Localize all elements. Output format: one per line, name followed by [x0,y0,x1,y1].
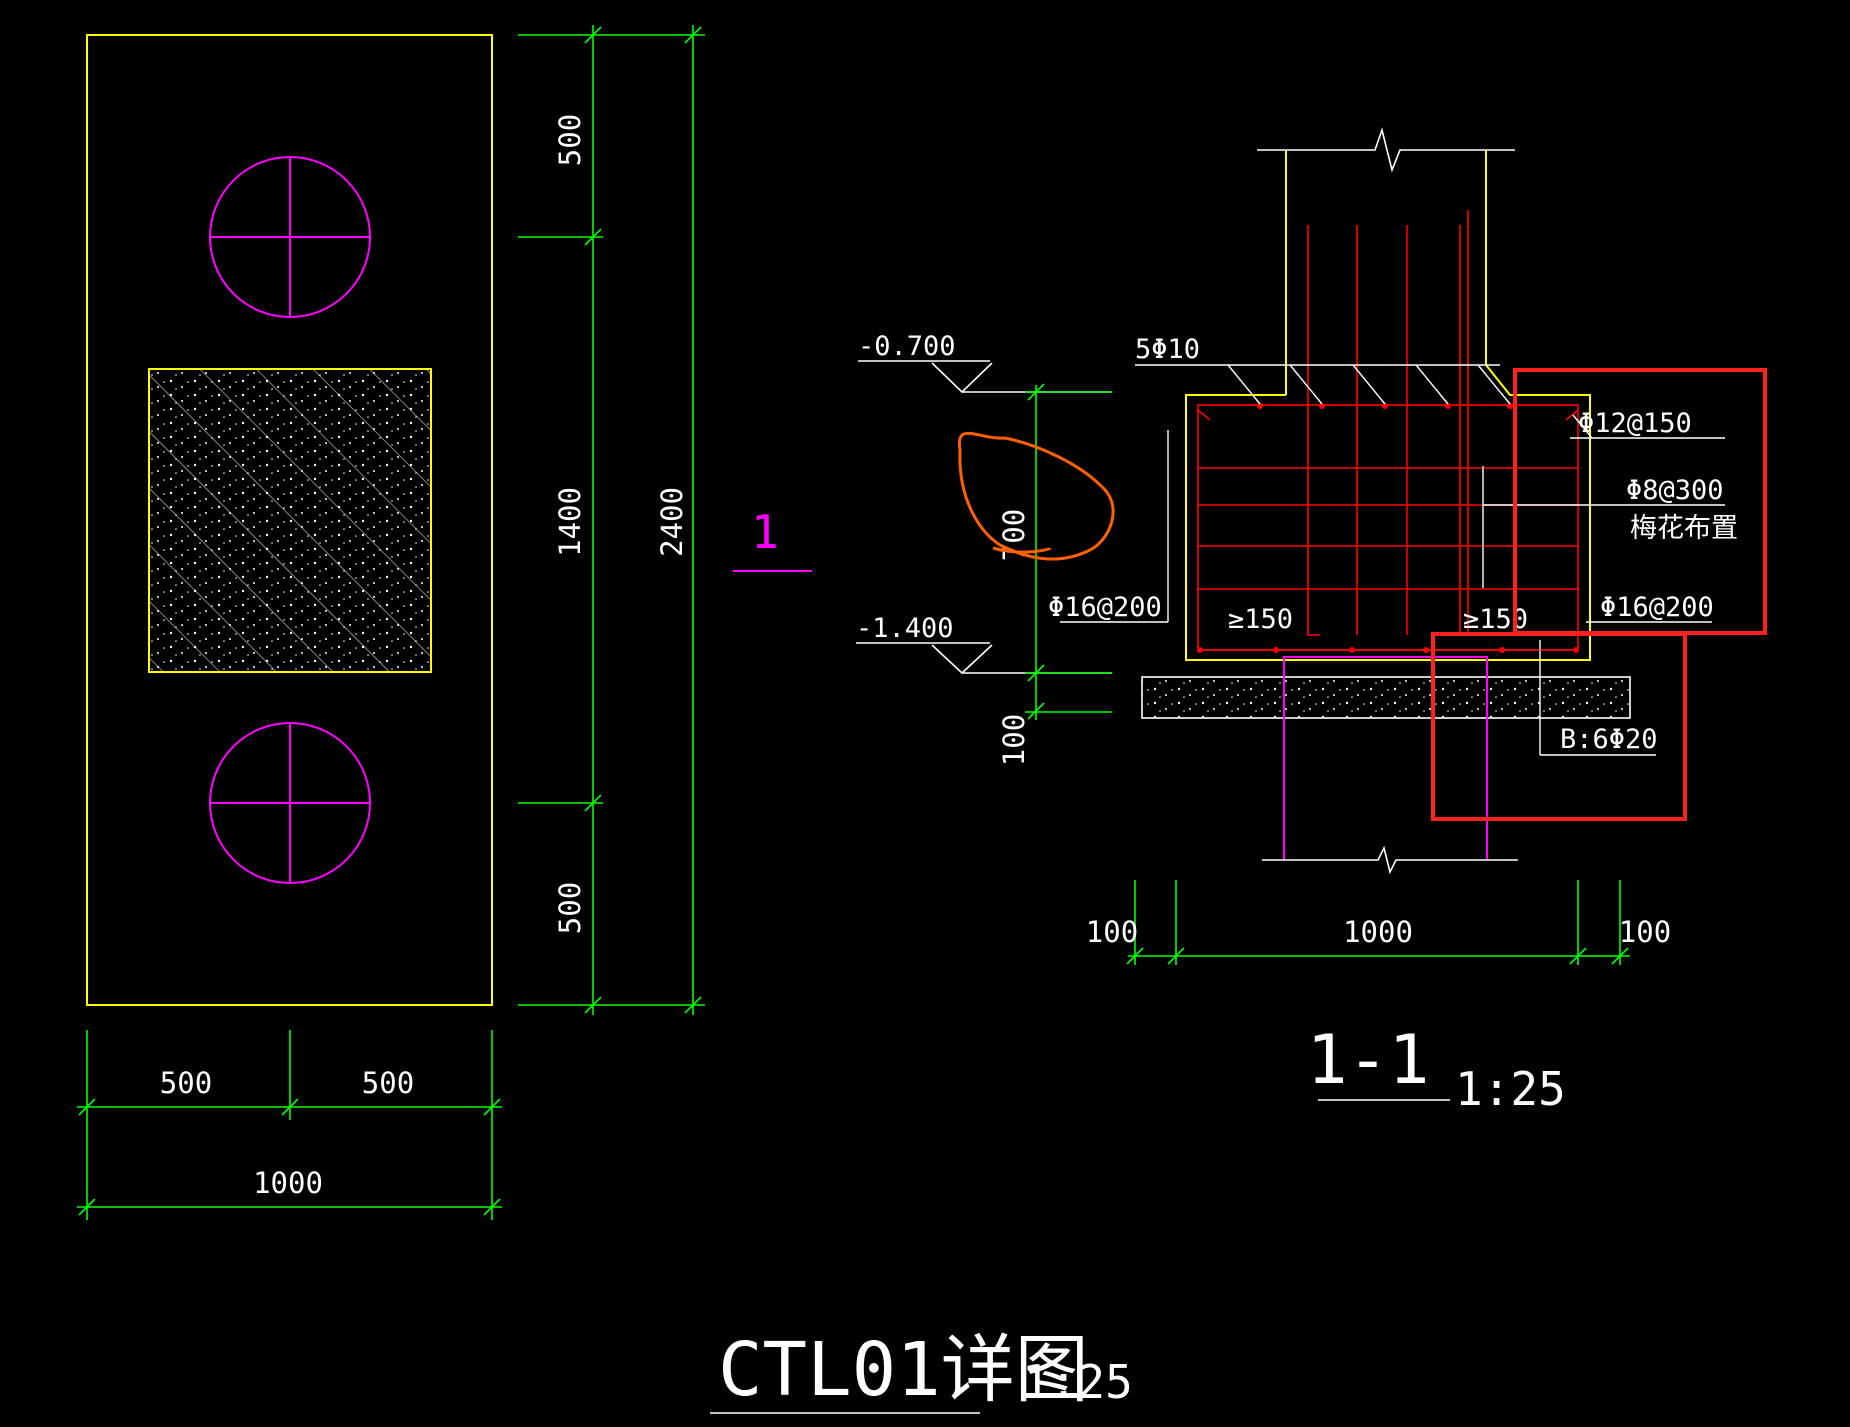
markup-box-lower [1431,632,1687,821]
section-mark: 1 [733,505,812,572]
pile-break-bottom [1262,845,1518,875]
plan-dim-total: 2400 [655,487,689,557]
elev-top-label: -0.700 [858,331,956,362]
plan-dim-bottom: 500 [553,882,587,934]
markup-annotations [957,368,1767,821]
cap-outline-section [1185,364,1591,661]
drawing-title: CTL01详图 [718,1327,1089,1413]
label-top-bars: Φ12@150 [1578,408,1692,439]
section-name: 1-1 [1307,1021,1430,1100]
label-ties: Φ8@300 [1626,475,1724,506]
elev-bottom-label: -1.400 [856,613,954,644]
section-piles [1283,656,1488,860]
drawing-title-block: CTL01详图 1:25 [710,1327,1133,1414]
label-anchor-right: ≥150 [1463,604,1528,635]
elev-marker-top [858,360,1112,394]
plan-dim-top: 500 [553,114,587,166]
label-anchor-left: ≥150 [1228,604,1293,635]
plan-dim-mid: 1400 [553,487,587,557]
cap-outline [86,34,493,1006]
elev-marker-bottom [856,642,1112,675]
leaders [1060,364,1725,756]
plan-horizontal-dims [77,1030,502,1220]
column-rebar [1307,210,1469,636]
label-side-bars-left: Φ16@200 [1048,592,1162,623]
section-dim-right-ext: 100 [1619,915,1671,949]
plan-dim-w-total: 1000 [253,1166,323,1200]
section-view: -0.700 -1.400 700 100 [856,127,1738,1116]
label-bottom-bars: B:6Φ20 [1560,724,1658,755]
markup-scribble [957,431,1115,561]
section-horizontal-dims [1126,880,1630,965]
section-dim-left-ext: 100 [1086,915,1138,949]
section-dim-cushion: 100 [997,714,1031,766]
svg-text:1: 1 [751,505,779,559]
pile-bottom [209,722,371,884]
cushion-layer [1141,676,1631,719]
plan-dim-w-right: 500 [362,1066,414,1100]
section-dim-width: 1000 [1343,915,1413,949]
label-side-bars-right: Φ16@200 [1600,592,1714,623]
label-column-bars: 5Φ10 [1135,334,1200,365]
plan-view: 500 1400 500 2400 500 500 1000 1 [77,25,812,1220]
column-hatch [148,368,432,673]
label-ties-note: 梅花布置 [1630,513,1738,544]
plan-dim-w-left: 500 [160,1066,212,1100]
plan-vertical-dims [518,25,705,1015]
rebar-dots [1197,403,1579,653]
drawing-scale: 1:25 [1022,1355,1133,1409]
section-scale: 1:25 [1455,1062,1566,1116]
column-break-top [1257,127,1515,173]
pile-top [209,156,371,318]
